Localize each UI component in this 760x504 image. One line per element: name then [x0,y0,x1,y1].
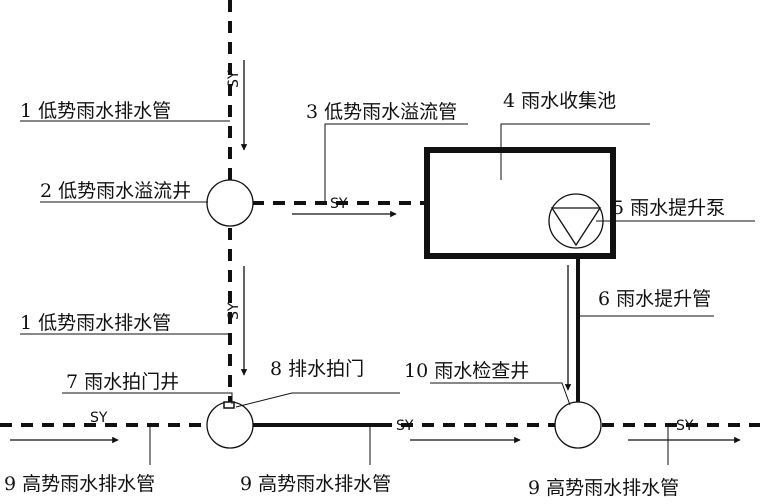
lift-pump-icon [548,193,604,249]
label-flap-well: 7 雨水拍门井 [66,371,179,393]
pipe-code-bottom-right: SY [676,418,694,434]
label-lift-pipe: 6 雨水提升管 [598,288,711,310]
label-low-overflow-well: 2 低势雨水溢流井 [40,180,191,202]
leader-rain-tank [500,123,650,180]
pipe-code-overflow: SY [330,196,348,212]
label-high-drain-pipe-2: 9 高势雨水排水管 [240,473,391,495]
label-low-drain-pipe-mid: 1 低势雨水排水管 [20,312,171,334]
label-high-drain-pipe-3: 9 高势雨水排水管 [528,477,679,499]
rain-tank [424,147,616,259]
inspection-well [554,401,602,449]
pipe-code-vertical-top: SY [226,70,242,88]
flap-well [206,401,254,449]
low-overflow-well [206,179,254,227]
leader-inspection-well [430,382,571,406]
leader-flap-gate [235,392,400,408]
label-lift-pump: 5 雨水提升泵 [612,197,725,219]
flap-gate-icon [223,401,235,409]
pipe-code-bottom-left: SY [90,410,108,426]
label-rain-tank: 4 雨水收集池 [503,90,616,112]
pipe-code-vertical-mid: SY [226,302,242,320]
pipe-code-bottom-mid: SY [396,418,414,434]
label-high-drain-pipe-1: 9 高势雨水排水管 [4,473,155,495]
label-low-drain-pipe-top: 1 低势雨水排水管 [20,100,171,122]
leader-flap-well [62,392,233,404]
label-flap-gate: 8 排水拍门 [270,358,364,380]
label-low-overflow-pipe: 3 低势雨水溢流管 [306,101,457,123]
label-inspection-well: 10 雨水检查井 [404,360,529,382]
leader-low-overflow-pipe [324,123,468,203]
pump-triangle-icon [550,207,602,247]
